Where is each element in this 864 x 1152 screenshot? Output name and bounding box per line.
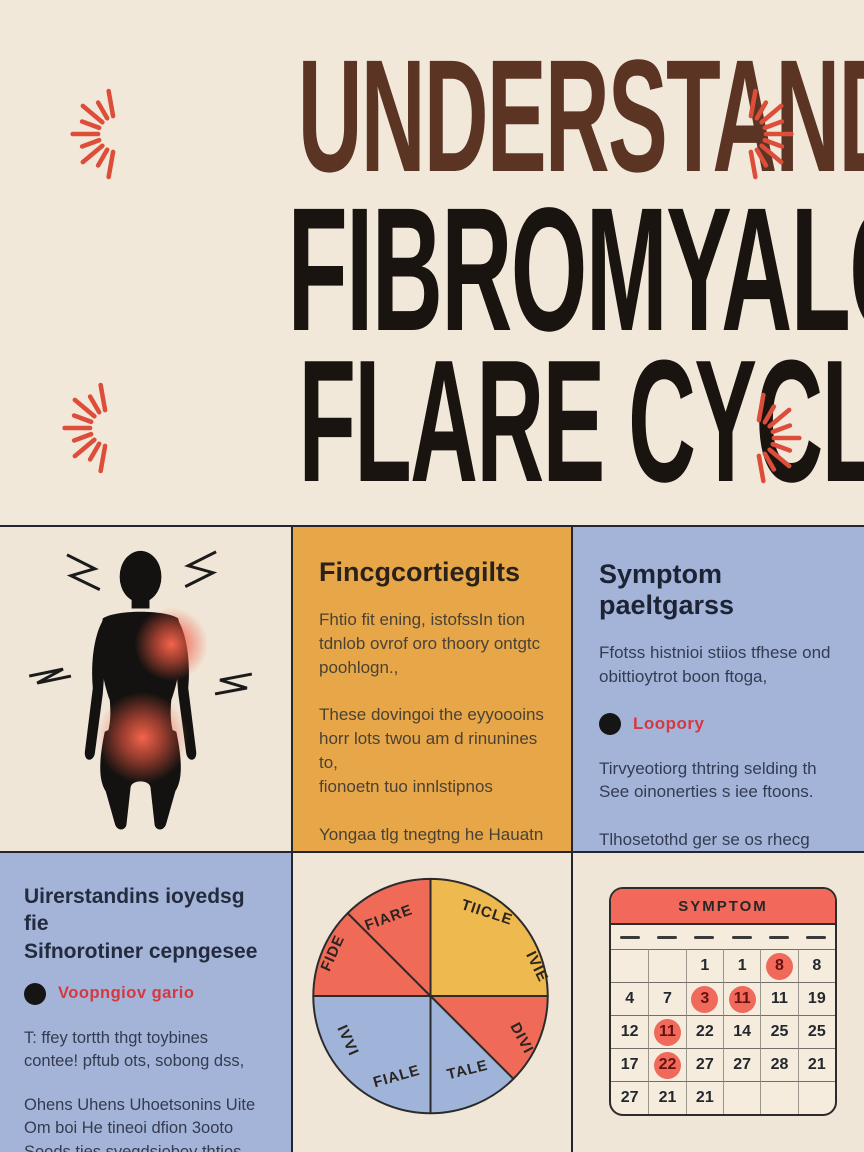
calendar-flare-day: 8 xyxy=(760,949,798,982)
title-line-flare-cycles: FLARE CYCLES xyxy=(0,334,864,508)
pie-sector-red-nw xyxy=(346,877,432,998)
calendar-day-cell: 7 xyxy=(648,982,686,1015)
calendar-day-cell: 19 xyxy=(797,982,835,1015)
calendar-day-cell xyxy=(611,949,649,982)
calendar-day-cell: 25 xyxy=(760,1015,798,1048)
triggers-paragraph-2: These dovingoi the eyyoooins horr lots t… xyxy=(319,705,544,796)
zigzag-top-left-icon xyxy=(66,553,101,591)
body-pain-illustration xyxy=(28,550,253,830)
symptom-patterns-bullet-label: Loopory xyxy=(633,713,705,733)
bullet-dot-icon xyxy=(24,982,46,1005)
calendar-day-cell: 25 xyxy=(797,1015,835,1048)
calendar-day-cell: 21 xyxy=(685,1081,723,1114)
calendar-day-cell xyxy=(722,1081,761,1114)
body-silhouette xyxy=(84,550,197,830)
calendar-day-cell: 21 xyxy=(648,1081,686,1114)
pie-sector-blue-s xyxy=(429,995,515,1115)
calendar-day-cell xyxy=(760,1081,798,1114)
bullet-dot-icon xyxy=(599,712,621,735)
flare-cycle-pie-chart: TIICLE IVIE DIVI TALE FIALE IVVI FIDE FI… xyxy=(312,877,551,1115)
calendar-day-cell: 27 xyxy=(685,1048,723,1081)
zigzag-mid-right-icon xyxy=(214,672,253,696)
panel-flare-pie: TIICLE IVIE DIVI TALE FIALE IVVI FIDE FI… xyxy=(291,853,573,1152)
calendar-dash-icon xyxy=(798,935,835,939)
calendar-day-cell: 8 xyxy=(797,949,835,982)
calendar-day-cell: 1 xyxy=(722,949,761,982)
understanding-paragraph-2: Ohens Uhens Uhoetsonins Uite Om boi He t… xyxy=(24,1095,256,1152)
calendar-day-cell: 27 xyxy=(722,1048,761,1081)
panel-body-illustration xyxy=(0,527,291,851)
zigzag-top-right-icon xyxy=(184,550,218,588)
zigzag-mid-left-icon xyxy=(28,667,72,685)
calendar-dash-row xyxy=(611,925,835,949)
pie-sector-red-se xyxy=(429,995,549,1080)
triggers-paragraph-1: Fhtio fit ening, istofssIn tion tdnlob o… xyxy=(319,610,541,677)
calendar-dash-icon xyxy=(686,935,723,939)
calendar-day-cell: 11 xyxy=(760,982,798,1015)
symptom-patterns-paragraph-1: Ffotss histnioi stiios tfhese ond obitti… xyxy=(599,643,831,686)
understanding-heading: Uirerstandins ioyedsg fie Sifnorotiner c… xyxy=(24,885,258,963)
calendar-day-cell: 17 xyxy=(611,1048,649,1081)
calendar-dash-icon xyxy=(611,935,648,939)
burst-top-left-icon xyxy=(70,88,116,180)
calendar-day-cell xyxy=(797,1081,835,1114)
calendar-day-cell: 28 xyxy=(760,1048,798,1081)
understanding-bullet-row: Voopngiov gario xyxy=(24,982,273,1005)
calendar-flare-day: 11 xyxy=(648,1015,686,1048)
calendar-dash-icon xyxy=(723,935,760,939)
middle-band: Fincgcortiegilts Fhtio fit ening, istofs… xyxy=(0,525,864,897)
calendar-day-cell xyxy=(648,949,686,982)
calendar-flare-day: 22 xyxy=(648,1048,686,1081)
calendar-header: SYMPTOM xyxy=(611,889,835,925)
calendar-day-cell: 1 xyxy=(685,949,723,982)
title-text-fibromyalgia: FIBROMYALGIA xyxy=(287,172,864,368)
understanding-bullet-label: Voopngiov gario xyxy=(58,984,195,1003)
panel-understanding-cycles: Uirerstandins ioyedsg fie Sifnorotiner c… xyxy=(0,853,291,1152)
pie-sector-blue-sw xyxy=(312,995,432,1115)
calendar-dash-icon xyxy=(760,935,797,939)
calendar-flare-day: 3 xyxy=(685,982,723,1015)
burst-top-right-icon xyxy=(748,88,794,180)
bottom-band: Uirerstandins ioyedsg fie Sifnorotiner c… xyxy=(0,851,864,1152)
pain-glow-shoulder xyxy=(134,607,209,682)
pain-glow-hip xyxy=(96,691,189,784)
calendar-day-cell: 4 xyxy=(611,982,649,1015)
calendar-day-cell: 27 xyxy=(611,1081,649,1114)
calendar-flare-day: 11 xyxy=(722,982,761,1015)
calendar-day-cell: 12 xyxy=(611,1015,649,1048)
calendar-day-cell: 22 xyxy=(685,1015,723,1048)
symptom-patterns-paragraph-2: Tirvyeotiorg thtring selding th See oino… xyxy=(599,758,817,802)
panel-symptom-patterns: Symptom paeltgarss Ffotss histnioi stiio… xyxy=(573,527,864,897)
pie-sector-red-w xyxy=(312,912,432,998)
title-line-fibromyalgia: FIBROMYALGIA xyxy=(0,182,864,358)
burst-bottom-left-icon xyxy=(62,382,108,474)
burst-bottom-right-icon xyxy=(756,392,802,484)
pie-sector-yellow xyxy=(429,877,549,998)
calendar-day-cell: 14 xyxy=(722,1015,761,1048)
calendar-dash-icon xyxy=(648,935,685,939)
symptom-patterns-heading: Symptom paeltgarss xyxy=(599,559,735,620)
triggers-heading: Fincgcortiegilts xyxy=(319,557,521,587)
calendar-day-cell: 21 xyxy=(797,1048,835,1081)
panel-triggers: Fincgcortiegilts Fhtio fit ening, istofs… xyxy=(291,527,573,891)
title-text-flare-cycles: FLARE CYCLES xyxy=(298,323,864,518)
understanding-paragraph-1: T: ffey tortth thgt toybines contee! pft… xyxy=(24,1028,245,1071)
symptom-patterns-bullet-row: Loopory xyxy=(599,712,844,735)
zigzag-icons xyxy=(28,550,253,696)
